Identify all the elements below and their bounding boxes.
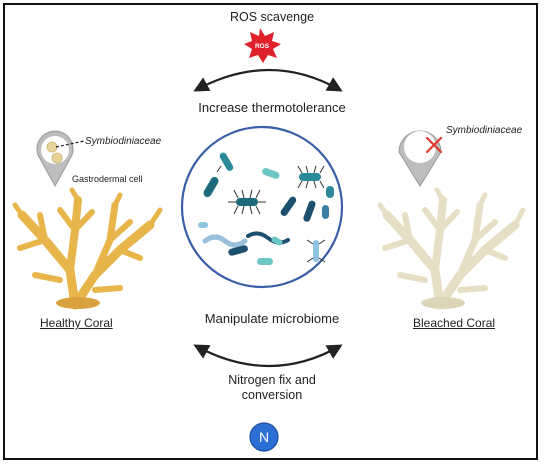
cross-icon	[425, 136, 443, 154]
bleached-coral-image	[377, 187, 526, 310]
nitrogen-line-2: conversion	[241, 388, 303, 402]
healthy-coral-image	[12, 187, 163, 310]
ros-scavenge-label: ROS scavenge	[229, 10, 315, 24]
gastrodermal-cell-label: Gastrodermal cell	[72, 174, 143, 184]
symbiont-pin-marker	[36, 130, 85, 188]
bleached-pin-marker	[398, 130, 443, 187]
nitrogen-badge-text: N	[259, 429, 269, 445]
increase-thermotolerance-label: Increase thermotolerance	[198, 100, 346, 115]
top-curved-arrow	[193, 69, 343, 92]
healthy-coral-label: Healthy Coral	[40, 316, 113, 330]
bacteria-icons	[198, 152, 334, 265]
ros-badge-text: ROS	[255, 43, 270, 50]
symbiodiniaceae-left-label: Symbiodiniaceae	[85, 136, 162, 147]
nitrogen-fix-label: Nitrogen fix and conversion	[0, 373, 544, 403]
bleached-coral-label: Bleached Coral	[413, 316, 496, 330]
manipulate-microbiome-label: Manipulate microbiome	[204, 311, 340, 326]
nitrogen-icon: N	[249, 422, 279, 452]
bottom-curved-arrow	[193, 344, 343, 367]
symbiodiniaceae-right-label: Symbiodiniaceae	[446, 125, 523, 136]
figure-border	[3, 3, 538, 460]
nitrogen-line-1: Nitrogen fix and	[228, 373, 316, 387]
ros-star-icon: ROS	[244, 28, 281, 63]
microbiome-circle	[180, 125, 344, 289]
